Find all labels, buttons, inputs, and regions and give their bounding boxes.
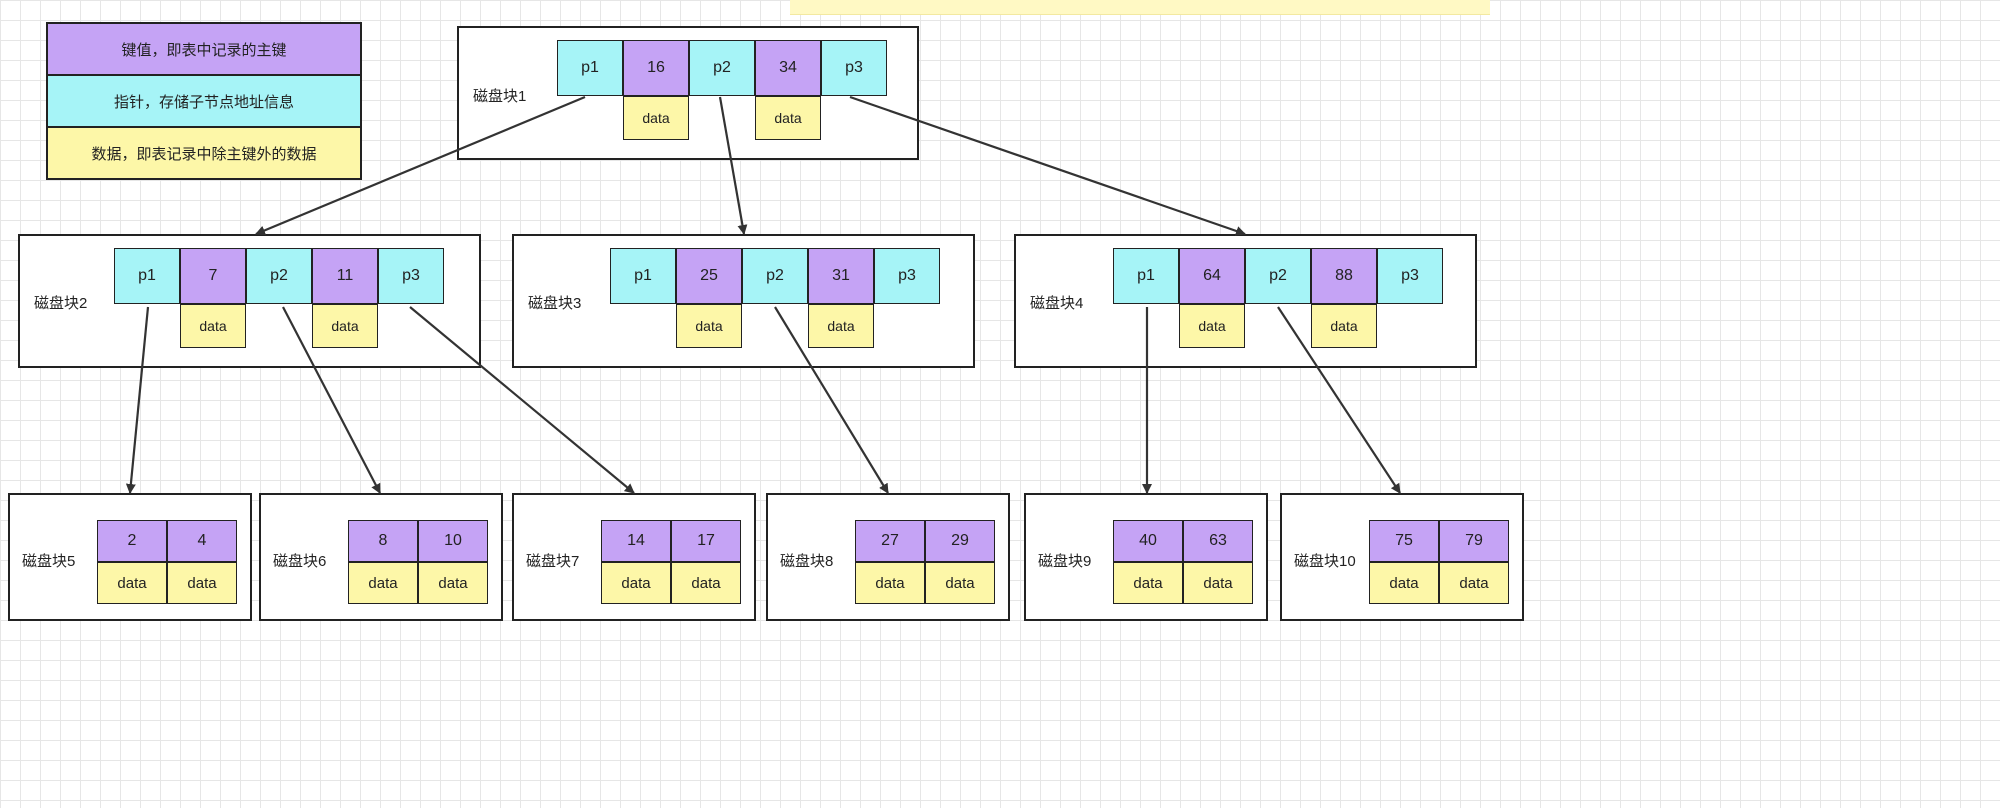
data-cell: data — [97, 562, 167, 604]
disk-block-label: 磁盘块1 — [473, 88, 527, 105]
key-cell: 64 — [1179, 248, 1245, 304]
key-cell: 79 — [1439, 520, 1509, 562]
legend-pointer: 指针，存储子节点地址信息 — [48, 76, 360, 128]
data-cell: data — [808, 304, 874, 348]
disk-block-label: 磁盘块6 — [273, 553, 327, 570]
pointer-cell: p2 — [1245, 248, 1311, 304]
legend-data: 数据，即表记录中除主键外的数据 — [48, 128, 360, 178]
disk-block-label: 磁盘块3 — [528, 295, 582, 312]
key-cell: 75 — [1369, 520, 1439, 562]
key-cell: 40 — [1113, 520, 1183, 562]
pointer-cell: p3 — [378, 248, 444, 304]
data-cell: data — [167, 562, 237, 604]
disk-block-label: 磁盘块7 — [526, 553, 580, 570]
key-cell: 4 — [167, 520, 237, 562]
data-cell: data — [1439, 562, 1509, 604]
data-cell: data — [418, 562, 488, 604]
data-cell: data — [1183, 562, 1253, 604]
data-cell: data — [676, 304, 742, 348]
legend: 键值，即表中记录的主键 指针，存储子节点地址信息 数据，即表记录中除主键外的数据 — [46, 22, 362, 180]
key-cell: 34 — [755, 40, 821, 96]
pointer-cell: p1 — [610, 248, 676, 304]
pointer-cell: p2 — [742, 248, 808, 304]
disk-block-label: 磁盘块2 — [34, 295, 88, 312]
key-cell: 17 — [671, 520, 741, 562]
data-cell: data — [1179, 304, 1245, 348]
data-cell: data — [1369, 562, 1439, 604]
pointer-cell: p2 — [246, 248, 312, 304]
data-cell: data — [348, 562, 418, 604]
data-cell: data — [180, 304, 246, 348]
legend-key: 键值，即表中记录的主键 — [48, 24, 360, 76]
data-cell: data — [1311, 304, 1377, 348]
data-cell: data — [671, 562, 741, 604]
key-cell: 63 — [1183, 520, 1253, 562]
key-cell: 88 — [1311, 248, 1377, 304]
pointer-cell: p1 — [557, 40, 623, 96]
pointer-cell: p3 — [1377, 248, 1443, 304]
data-cell: data — [623, 96, 689, 140]
key-cell: 7 — [180, 248, 246, 304]
key-cell: 11 — [312, 248, 378, 304]
disk-block-label: 磁盘块9 — [1038, 553, 1092, 570]
key-cell: 27 — [855, 520, 925, 562]
disk-block-label: 磁盘块5 — [22, 553, 76, 570]
disk-block-label: 磁盘块4 — [1030, 295, 1084, 312]
data-cell: data — [925, 562, 995, 604]
key-cell: 16 — [623, 40, 689, 96]
key-cell: 25 — [676, 248, 742, 304]
disk-block-label: 磁盘块10 — [1294, 553, 1356, 570]
pointer-cell: p2 — [689, 40, 755, 96]
key-cell: 31 — [808, 248, 874, 304]
key-cell: 14 — [601, 520, 671, 562]
pointer-cell: p1 — [1113, 248, 1179, 304]
key-cell: 8 — [348, 520, 418, 562]
data-cell: data — [855, 562, 925, 604]
data-cell: data — [755, 96, 821, 140]
pointer-cell: p1 — [114, 248, 180, 304]
key-cell: 29 — [925, 520, 995, 562]
top-highlight-banner — [790, 0, 1490, 15]
disk-block-label: 磁盘块8 — [780, 553, 834, 570]
data-cell: data — [601, 562, 671, 604]
data-cell: data — [312, 304, 378, 348]
pointer-cell: p3 — [821, 40, 887, 96]
data-cell: data — [1113, 562, 1183, 604]
pointer-cell: p3 — [874, 248, 940, 304]
key-cell: 10 — [418, 520, 488, 562]
key-cell: 2 — [97, 520, 167, 562]
